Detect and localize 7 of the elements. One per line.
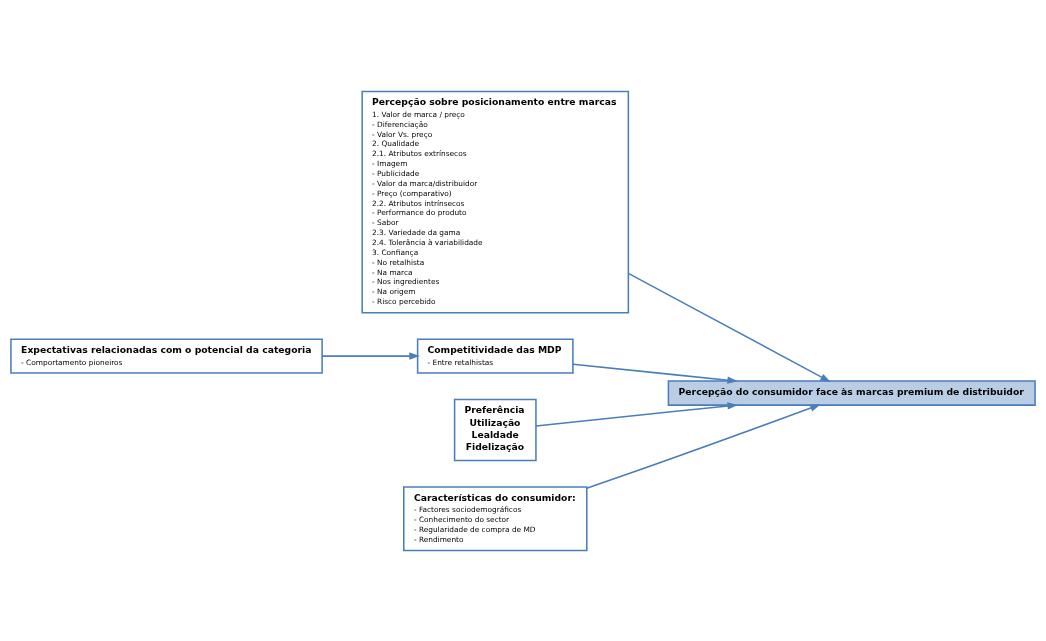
arrow	[535, 401, 738, 427]
node-box: Percepção do consumidor face às marcas premium de distribuidor	[667, 379, 1036, 406]
arrow	[586, 403, 821, 489]
node-box: Preferência Utilização Lealdade Fidelização	[453, 398, 537, 461]
arrow	[572, 362, 738, 384]
arrow	[627, 272, 831, 382]
arrow	[321, 351, 420, 360]
